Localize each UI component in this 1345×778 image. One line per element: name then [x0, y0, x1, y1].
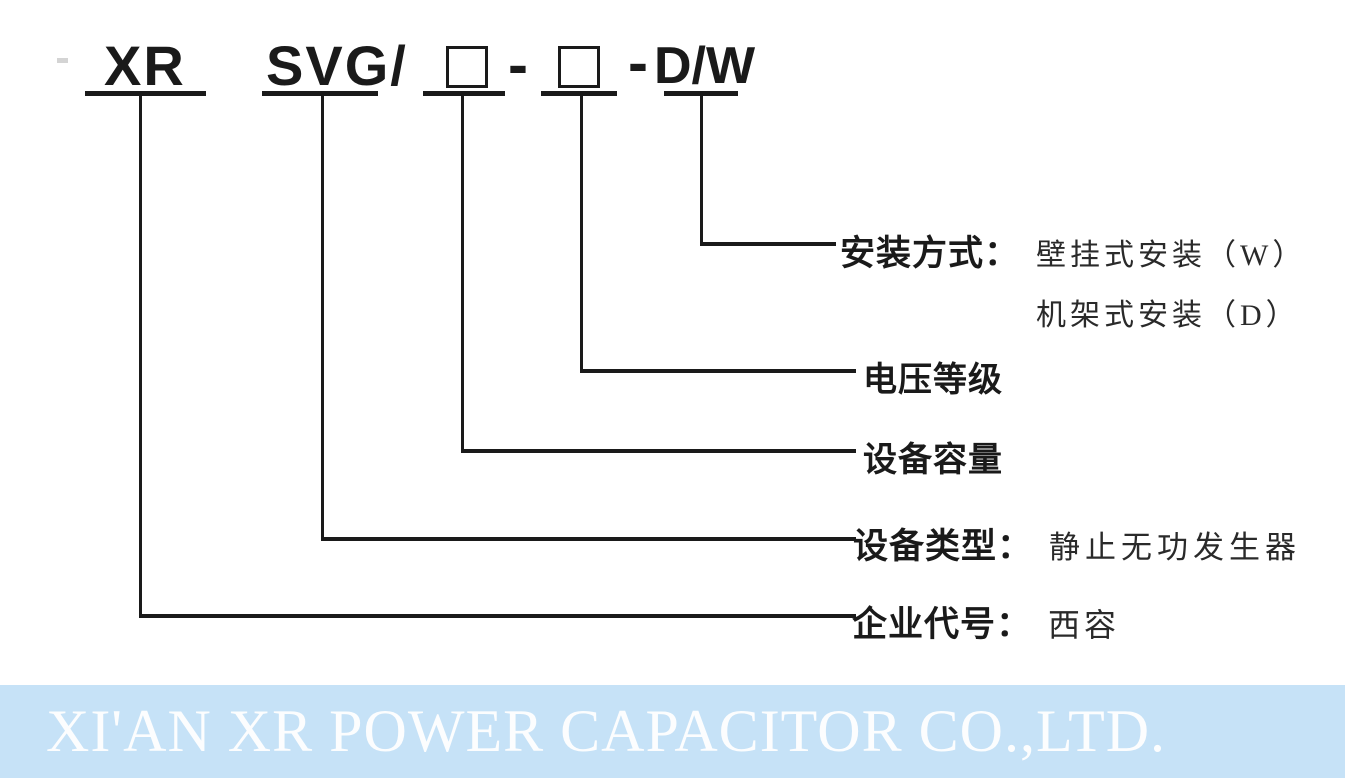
- company-code-title: 企业代号：: [852, 605, 1033, 644]
- underline-suffix: [664, 91, 738, 96]
- device-type-value: 静止无功发生器: [1049, 530, 1302, 565]
- leader-installation-vertical: [700, 96, 703, 245]
- installation-option-d: 机架式安装（D）: [1036, 299, 1300, 332]
- scan-artifact-dash: [57, 58, 68, 63]
- model-code-separator1: -: [508, 30, 528, 98]
- leader-company-vertical: [139, 96, 142, 617]
- footer-banner: XI'AN XR POWER CAPACITOR CO.,LTD.: [0, 685, 1345, 778]
- model-code-prefix: XR: [104, 34, 186, 97]
- voltage-placeholder-box: [558, 46, 600, 88]
- capacity-label: 设备容量: [863, 432, 1003, 481]
- model-code-suffix: D/W: [654, 37, 756, 95]
- device-type-label: 设备类型： 静止无功发生器: [853, 518, 1301, 569]
- leader-capacity-horizontal: [461, 449, 856, 453]
- company-code-value: 西容: [1048, 607, 1121, 643]
- installation-label-line2: 机架式安装（D）: [1036, 290, 1300, 334]
- leader-voltage-horizontal: [580, 369, 856, 373]
- voltage-title: 电压等级: [863, 361, 1003, 399]
- model-code-separator2: -: [628, 28, 648, 96]
- leader-devicetype-vertical: [321, 96, 324, 540]
- capacity-placeholder-box: [446, 46, 488, 88]
- underline-prefix: [85, 91, 206, 96]
- leader-devicetype-horizontal: [321, 537, 856, 541]
- underline-capacity: [423, 91, 505, 96]
- underline-series: [262, 91, 378, 96]
- leader-installation-horizontal: [700, 242, 836, 246]
- installation-option-w: 壁挂式安装（W）: [1036, 239, 1307, 272]
- leader-voltage-vertical: [580, 96, 583, 372]
- underline-voltage: [541, 91, 617, 96]
- leader-company-horizontal: [139, 614, 856, 618]
- leader-capacity-vertical: [461, 96, 464, 452]
- voltage-label: 电压等级: [863, 352, 1003, 401]
- installation-title: 安装方式：: [840, 234, 1021, 273]
- device-type-title: 设备类型：: [853, 527, 1034, 566]
- company-code-label: 企业代号： 西容: [852, 596, 1120, 647]
- model-code-series: SVG/: [266, 34, 408, 97]
- capacity-title: 设备容量: [863, 441, 1003, 479]
- installation-label: 安装方式： 壁挂式安装（W）: [840, 225, 1306, 276]
- footer-company-name: XI'AN XR POWER CAPACITOR CO.,LTD.: [46, 698, 1167, 764]
